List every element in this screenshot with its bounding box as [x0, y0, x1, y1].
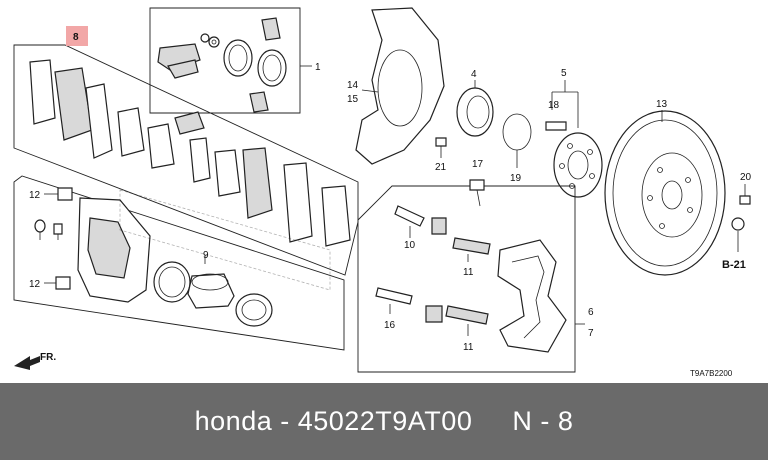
highlight-badge-8	[66, 26, 88, 46]
callout-7: 7	[588, 328, 594, 339]
dust-shield: 14 15	[347, 7, 445, 165]
callout-5: 5	[561, 68, 567, 79]
front-indicator: FR.	[14, 352, 56, 370]
callout-1: 1	[315, 62, 321, 73]
callout-8: 8	[73, 32, 79, 43]
callout-10: 10	[404, 240, 416, 251]
parts-diagram: 1 8 14 15 21	[13, 7, 752, 378]
caliper-box: 6 7 17 10 11 11 16	[357, 159, 594, 373]
callout-18: 18	[548, 100, 560, 111]
wheel-bearing-4: 4	[456, 69, 494, 137]
callout-6: 6	[588, 307, 594, 318]
callout-17: 17	[472, 159, 484, 170]
front-arrow-icon	[14, 356, 40, 370]
bolt-21: 21	[435, 137, 447, 173]
front-label: FR.	[40, 352, 56, 363]
callout-4: 4	[471, 69, 477, 80]
screw-20: 20 B-21	[722, 172, 752, 271]
diagram-canvas: 1 8 14 15 21	[13, 7, 752, 378]
callout-11a: 11	[463, 267, 474, 278]
callout-11b: 11	[463, 342, 474, 353]
callout-21: 21	[435, 162, 447, 173]
brake-disc-13: 13	[604, 99, 726, 276]
kit-box-1: 1	[149, 7, 321, 114]
callout-9: 9	[203, 250, 209, 261]
caliper-housing-box: 12 12 9	[13, 175, 345, 351]
callout-13: 13	[656, 99, 668, 110]
callout-16: 16	[384, 320, 396, 331]
callout-12b: 12	[29, 279, 41, 290]
callout-15: 15	[347, 94, 359, 105]
reference-b21: B-21	[722, 259, 746, 271]
part-number-caption: honda - 45022T9AT00 N - 8	[194, 406, 574, 436]
pad-set-box-8: 8	[13, 26, 359, 276]
footer-bar: honda - 45022T9AT00 N - 8	[0, 383, 768, 460]
drawing-code: T9A7B2200	[690, 369, 733, 378]
callout-20: 20	[740, 172, 752, 183]
callout-12a: 12	[29, 190, 41, 201]
callout-14: 14	[347, 80, 359, 91]
hub-5: 5 18	[545, 68, 603, 198]
snap-ring-19: 19	[502, 113, 532, 184]
callout-19: 19	[510, 173, 522, 184]
